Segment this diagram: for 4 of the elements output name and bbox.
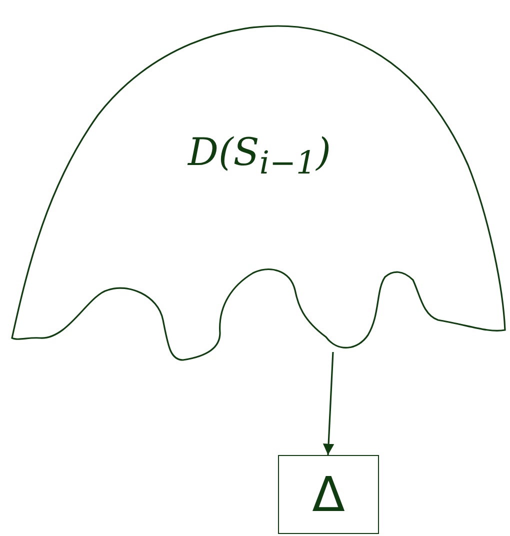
arrow	[322, 352, 334, 456]
math-label: D(S$_{i−1}$)	[188, 130, 331, 182]
symbol-label: Δ	[312, 466, 345, 522]
square-box	[278, 455, 379, 534]
